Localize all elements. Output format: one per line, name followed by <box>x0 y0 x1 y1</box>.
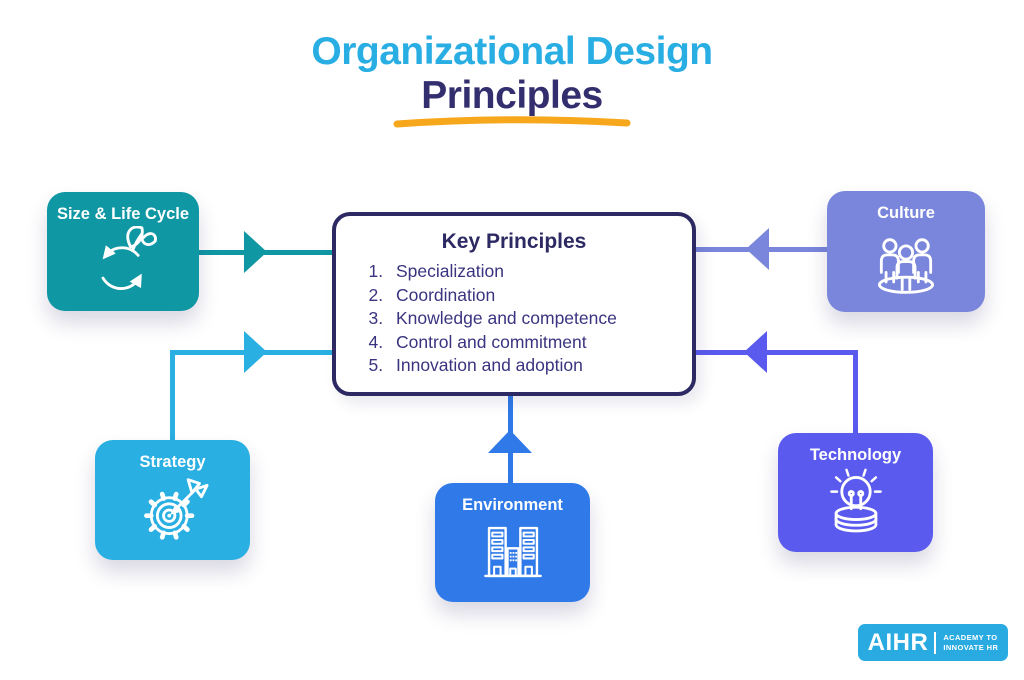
factor-box-environment: Environment <box>435 483 590 602</box>
logo-tagline-line2: INNOVATE HR <box>943 642 999 652</box>
principle-item: Control and commitment <box>388 331 692 355</box>
arrow-left-icon <box>744 331 767 373</box>
aihr-logo-brand: AIHR <box>867 628 929 656</box>
principle-item: Coordination <box>388 284 692 308</box>
logo-divider <box>934 631 937 654</box>
arrow-right-icon <box>244 331 267 373</box>
logo-tagline: ACADEMY TO INNOVATE HR <box>943 633 998 652</box>
arrow-right-icon <box>244 231 267 273</box>
key-principles-box: Key Principles Specialization Coordinati… <box>332 212 696 396</box>
principle-item: Innovation and adoption <box>388 354 692 378</box>
factor-label: Technology <box>809 446 902 464</box>
title-line1: Organizational Design <box>311 30 713 73</box>
factor-box-size-life-cycle: Size & Life Cycle <box>47 192 199 311</box>
target-gear-icon <box>143 478 209 540</box>
principles-list: Specialization Coordination Knowledge an… <box>336 260 692 378</box>
page-title: Organizational Design Principles <box>0 30 1024 128</box>
bulb-stack-icon <box>829 468 882 533</box>
underline-swoosh <box>393 116 631 128</box>
factor-label: Size & Life Cycle <box>56 205 190 223</box>
factor-label: Culture <box>877 204 935 222</box>
title-line2: Principles <box>421 74 603 117</box>
factor-box-culture: Culture <box>827 191 985 312</box>
connector-technology-hline <box>696 350 858 355</box>
principle-item: Specialization <box>388 260 692 284</box>
people-group-icon <box>878 238 934 294</box>
arrow-up-icon <box>488 430 532 453</box>
principle-item: Knowledge and competence <box>388 307 692 331</box>
factor-label: Environment <box>462 496 563 514</box>
life-cycle-icon <box>101 226 157 291</box>
factor-label: Strategy <box>139 453 206 471</box>
factor-box-technology: Technology <box>778 433 933 552</box>
factor-box-strategy: Strategy <box>95 440 250 560</box>
buildings-icon <box>483 526 542 578</box>
key-principles-title: Key Principles <box>441 230 587 253</box>
connector-strategy-vline <box>170 352 175 440</box>
logo-tagline-line1: ACADEMY TO <box>943 633 998 642</box>
arrow-left-icon <box>746 228 769 270</box>
aihr-logo: AIHR ACADEMY TO INNOVATE HR <box>858 624 1008 661</box>
connector-technology-vline <box>853 352 858 433</box>
